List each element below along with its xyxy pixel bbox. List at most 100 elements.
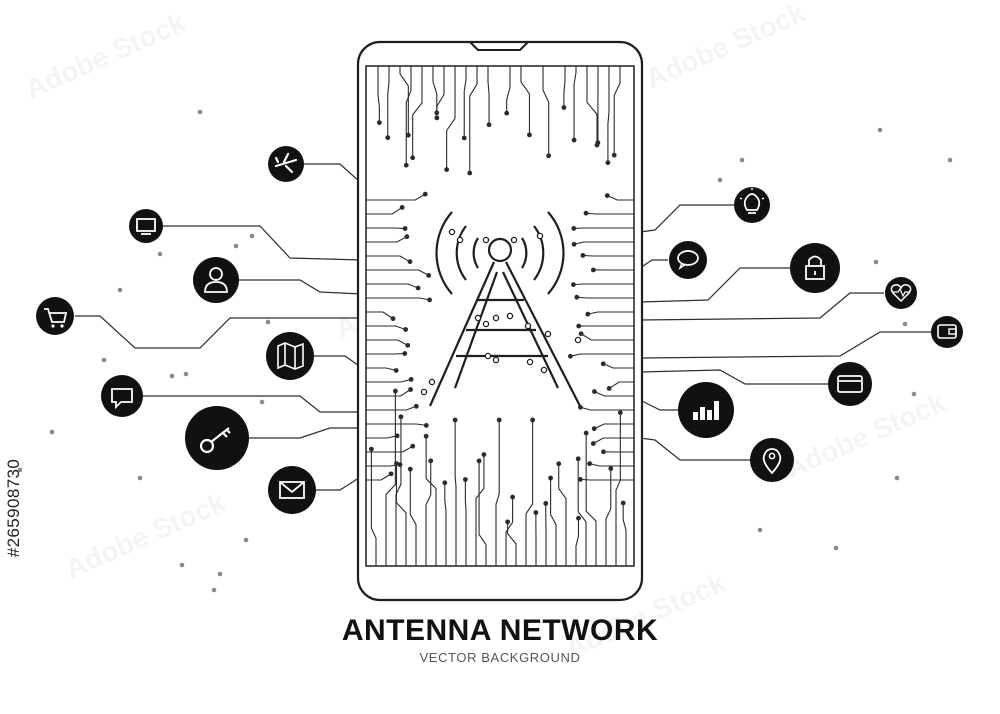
circuit-trace: [605, 468, 612, 566]
scatter-dot: [877, 127, 883, 133]
circuit-node: [505, 519, 511, 525]
scatter-dot: [265, 319, 271, 325]
circuit-node: [422, 191, 428, 197]
circuit-node: [561, 105, 567, 110]
scatter-dot: [211, 587, 217, 593]
circuit-node: [578, 331, 584, 337]
wallet-icon: [931, 316, 963, 348]
scatter-dot: [157, 251, 163, 257]
circuit-node: [575, 456, 581, 462]
circuit-node: [611, 152, 617, 158]
circuit-node: [530, 417, 536, 423]
circuit-trace: [366, 236, 408, 243]
scatter-dot: [947, 157, 953, 163]
circuit-trace: [475, 454, 485, 566]
circuit-node: [392, 388, 398, 394]
circuit-trace: [366, 193, 426, 201]
circuit-trace: [469, 66, 478, 174]
circuit-node: [376, 120, 382, 126]
scatter-dot: [217, 571, 223, 577]
circuit-trace: [615, 412, 621, 566]
circuit-node: [434, 110, 440, 116]
scatter-dot: [894, 475, 900, 481]
circuit-trace: [585, 433, 597, 566]
monitor-icon: [129, 209, 163, 243]
circuit-node: [601, 449, 606, 455]
circuit-node: [415, 285, 421, 291]
circuit-trace: [366, 255, 411, 263]
circuit-node: [591, 426, 597, 432]
circuit-node: [585, 311, 591, 317]
scatter-dot: [169, 373, 175, 379]
scatter-dot: [717, 177, 723, 183]
circuit-trace: [387, 66, 390, 138]
envelope-icon: [268, 466, 316, 514]
circuit-trace: [563, 66, 566, 108]
circuit-trace: [589, 463, 634, 467]
circuit-trace: [446, 66, 456, 170]
circuit-node: [410, 443, 416, 449]
circuit-trace: [409, 469, 417, 566]
circuit-trace: [506, 66, 511, 114]
circuit-node: [580, 253, 586, 258]
circuit-nodes: [369, 105, 626, 525]
chat-bubble-icon: [101, 375, 143, 417]
circuit-node: [434, 115, 440, 121]
headline-title: ANTENNA NETWORK: [341, 614, 659, 647]
circuit-node: [408, 377, 414, 382]
circuit-node: [548, 475, 554, 481]
circuit-node: [452, 417, 458, 423]
scatter-dot: [757, 527, 763, 533]
scatter-dot: [179, 562, 185, 568]
circuit-node: [620, 500, 626, 506]
credit-card-icon: [828, 362, 872, 406]
circuit-node: [600, 361, 606, 367]
circuit-trace: [505, 497, 514, 566]
circuit-node: [410, 155, 416, 161]
circuit-trace: [495, 420, 500, 566]
circuit-trace: [366, 206, 403, 215]
circuit-trace: [576, 296, 634, 299]
circuit-node: [510, 494, 516, 500]
circuit-trace: [573, 66, 577, 141]
circuit-trace: [366, 297, 430, 301]
circuit-node: [543, 501, 549, 506]
circuit-trace: [587, 311, 634, 315]
circuit-trace: [377, 66, 380, 123]
circuit-node: [476, 458, 482, 464]
circuit-trace: [550, 478, 557, 566]
scatter-dot: [197, 109, 203, 115]
circuit-node: [527, 132, 532, 138]
connector-lines: [75, 163, 932, 491]
padlock-icon: [790, 243, 840, 293]
circuit-node: [504, 110, 510, 116]
scatter-dot: [833, 545, 839, 551]
circuit-node: [399, 205, 405, 210]
circuit-node: [407, 259, 413, 265]
circuit-trace: [542, 66, 550, 156]
scatter-dot: [259, 399, 265, 405]
circuit-node: [556, 461, 562, 467]
circuit-trace: [395, 416, 402, 566]
circuit-node: [407, 466, 413, 472]
location-pin-icon: [750, 438, 794, 482]
circuit-trace: [580, 478, 634, 481]
circuit-trace: [487, 66, 490, 125]
circuit-node: [571, 241, 577, 247]
circuit-node: [533, 510, 539, 515]
circuit-node: [587, 461, 593, 467]
circuit-node: [402, 226, 408, 231]
circuit-trace: [603, 363, 634, 369]
circuit-trace: [582, 254, 634, 257]
circuit-node: [574, 294, 580, 300]
scatter-dot: [137, 475, 143, 481]
circuit-trace: [366, 311, 394, 320]
circuit-trace: [412, 66, 423, 158]
circuit-trace: [366, 435, 398, 439]
circuit-traces: [366, 66, 634, 566]
smartphone: [356, 40, 644, 602]
circuit-node: [583, 430, 589, 436]
circuit-node: [571, 225, 577, 231]
circuit-node: [369, 446, 374, 452]
